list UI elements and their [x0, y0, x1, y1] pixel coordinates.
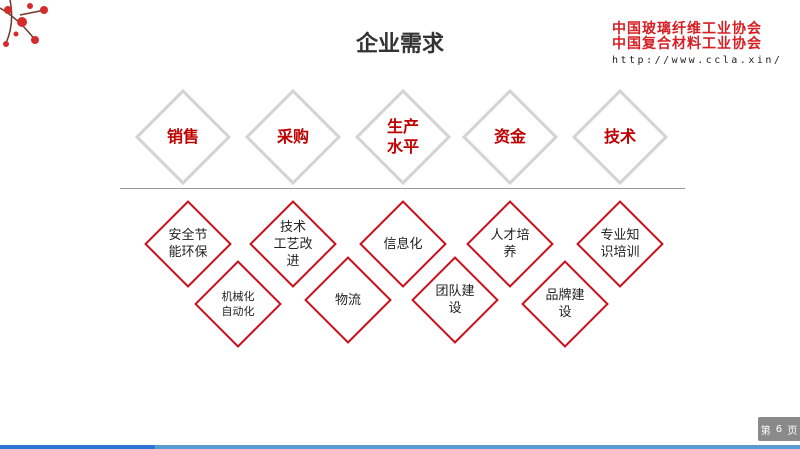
label: 机械化 自动化 [221, 290, 255, 318]
diamond-logistics: 物流 [305, 257, 391, 343]
label: 销售 [166, 127, 199, 146]
label: 生产 水平 [386, 117, 419, 156]
label: 安全节 能环保 [168, 228, 208, 260]
diamond-technology: 技术 [575, 92, 665, 182]
label: 人才培 养 [490, 228, 530, 260]
label: 物流 [334, 292, 361, 308]
label: 团队建 设 [435, 284, 475, 316]
diamond-training: 专业知 识培训 [577, 201, 663, 287]
diamond-production: 生产 水平 [358, 92, 448, 182]
label: 品牌建 设 [545, 288, 585, 320]
diamond-automation: 机械化 自动化 [195, 261, 281, 347]
diamond-sales: 销售 [138, 92, 228, 182]
diamond-talent: 人才培 养 [467, 201, 553, 287]
divider [120, 188, 685, 189]
page-prefix: 第 [760, 425, 771, 437]
label: 资金 [493, 127, 526, 146]
diamond-funds: 资金 [465, 92, 555, 182]
diamond-safety: 安全节 能环保 [145, 201, 231, 287]
diamond-process: 技术 工艺改 进 [250, 201, 336, 287]
association-logo: 中国玻璃纤维工业协会中国复合材料工业协会 [612, 22, 762, 52]
label: 专业知 识培训 [600, 228, 640, 260]
label: 技术 [603, 127, 636, 146]
diamond-purchase: 采购 [248, 92, 338, 182]
page-title: 企业需求 [355, 32, 444, 57]
progress-bar-fill [0, 445, 155, 449]
label: 技术 工艺改 进 [273, 219, 313, 269]
progress-bar [0, 445, 800, 449]
website-url: http://www.ccla.xin/ [612, 55, 783, 66]
label: 采购 [276, 127, 309, 146]
diamond-team: 团队建 设 [412, 257, 498, 343]
label: 信息化 [383, 236, 423, 252]
page-suffix: 页 [787, 425, 798, 437]
diamond-brand: 品牌建 设 [522, 261, 608, 347]
diamond-it: 信息化 [360, 201, 446, 287]
logo-line1: 中国玻璃纤维工业协会 [612, 21, 762, 37]
plum-blossom-decoration [0, 0, 48, 47]
page-number: 6 [775, 423, 783, 435]
logo-line2: 中国复合材料工业协会 [612, 36, 762, 52]
